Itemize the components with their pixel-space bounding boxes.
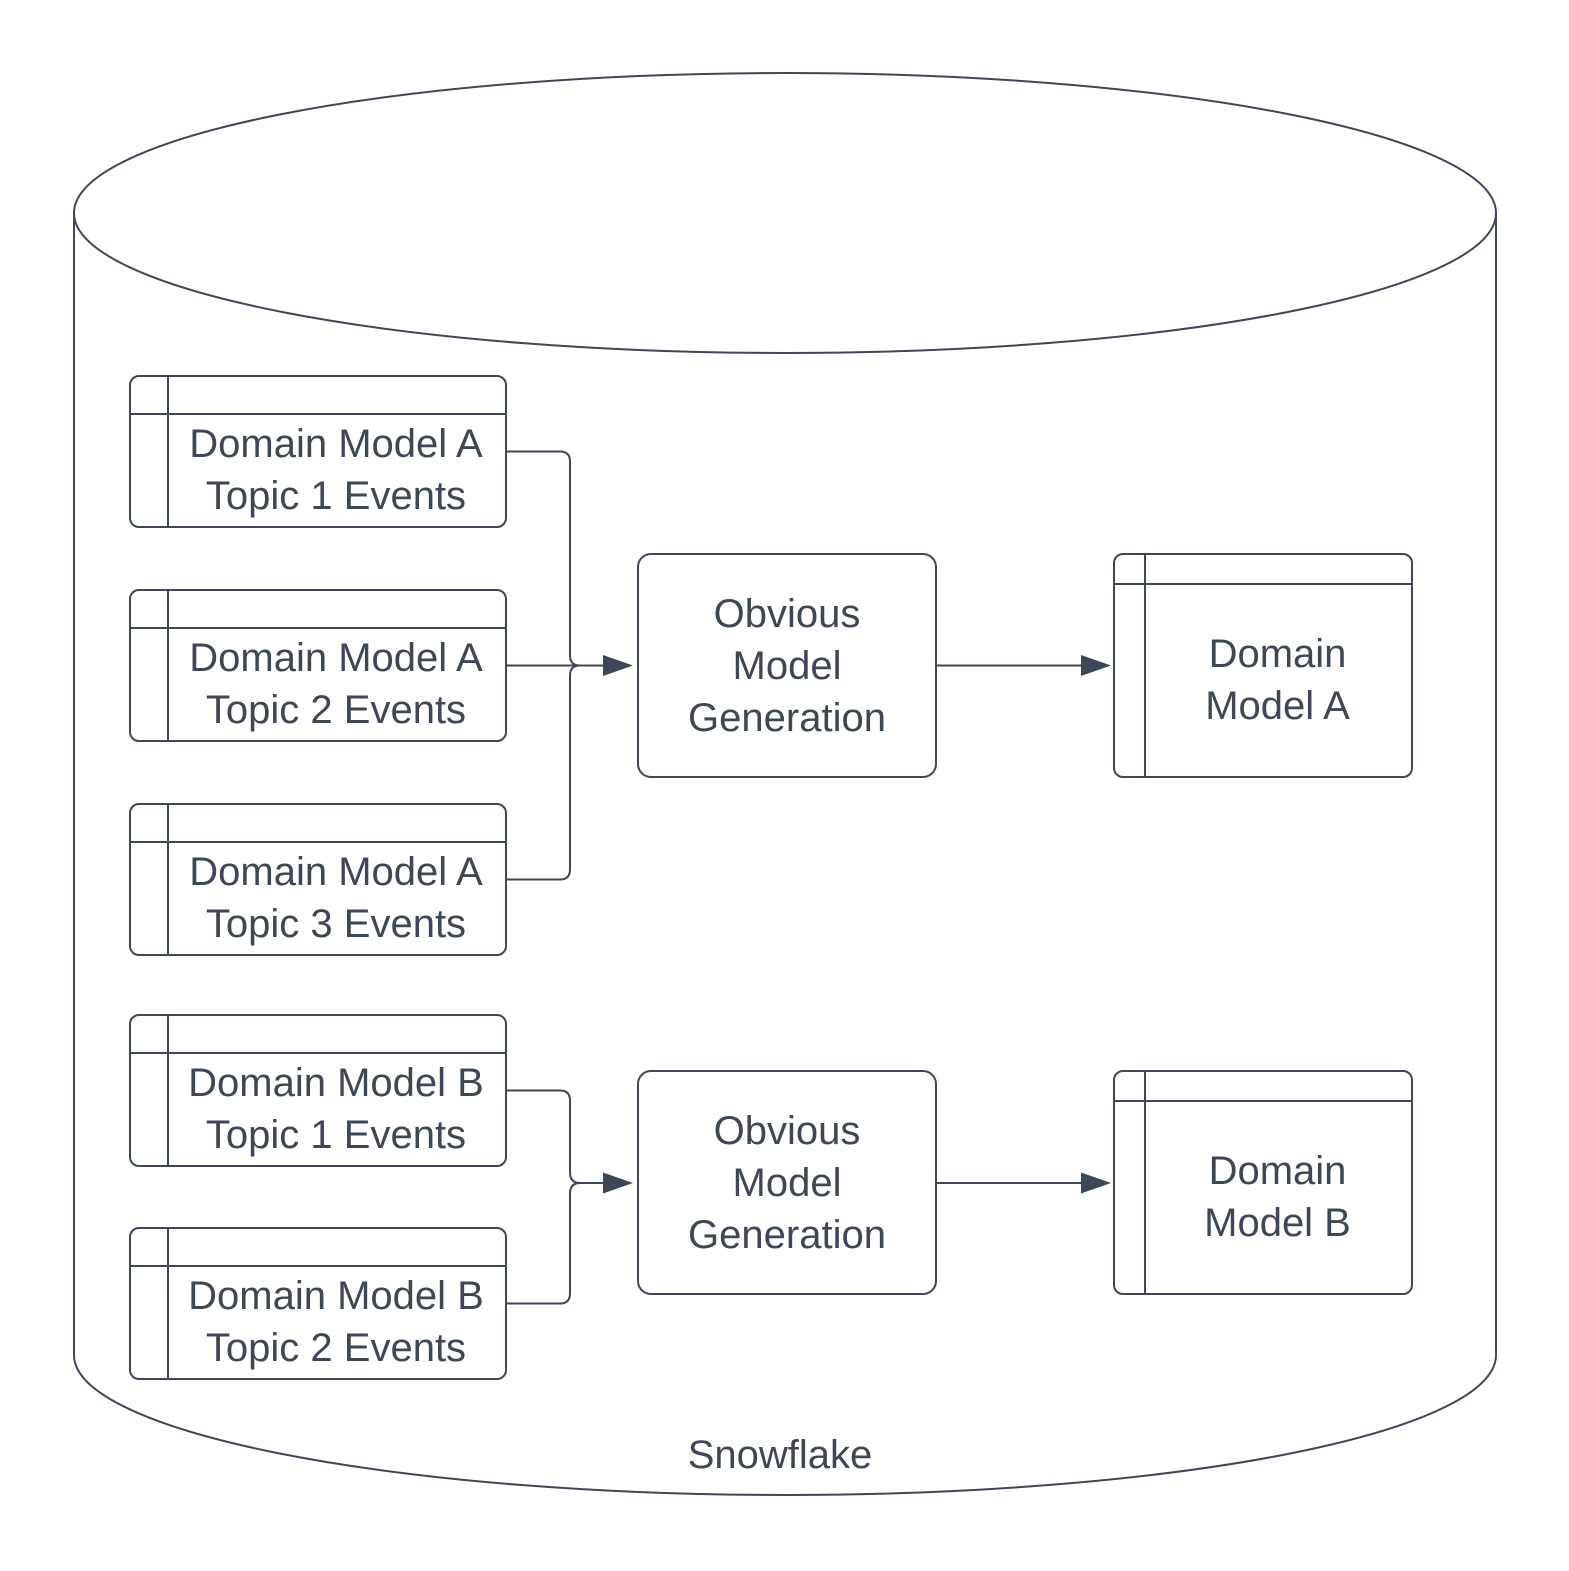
- table-header-row: [131, 377, 505, 415]
- table-domain-model-a-topic-2-events: Domain Model A Topic 2 Events: [129, 589, 507, 742]
- table-left-column: [131, 1016, 169, 1165]
- table-left-column: [131, 1229, 169, 1378]
- connector-a-output: [937, 655, 1111, 676]
- table-header-row: [131, 1016, 505, 1054]
- table-header-row: [131, 805, 505, 843]
- table-label: Domain Model A Topic 1 Events: [189, 421, 483, 518]
- arrowhead-b-in: [603, 1172, 633, 1194]
- connector-a-merge: [507, 450, 633, 881]
- table-header-row: [131, 1229, 505, 1267]
- table-header-row: [1115, 555, 1411, 585]
- table-domain-model-b: Domain Model B: [1113, 1070, 1413, 1295]
- table-label: Domain Model B Topic 2 Events: [188, 1273, 484, 1370]
- process-obvious-model-generation-b: Obvious Model Generation: [637, 1070, 937, 1295]
- table-left-column: [131, 805, 169, 954]
- table-label: Domain Model B: [1204, 1148, 1351, 1245]
- table-left-column: [1115, 555, 1146, 776]
- connector-b-output: [937, 1172, 1111, 1194]
- table-label: Domain Model A Topic 3 Events: [189, 849, 483, 946]
- arrowhead-a-in: [603, 655, 633, 676]
- database-cylinder-body: [73, 213, 1497, 1496]
- arrowhead-a-out: [1081, 655, 1111, 676]
- table-left-column: [131, 591, 169, 740]
- table-label: Domain Model A Topic 2 Events: [189, 635, 483, 732]
- connector-b-merge: [507, 1089, 633, 1305]
- table-domain-model-b-topic-1-events: Domain Model B Topic 1 Events: [129, 1014, 507, 1167]
- table-header-row: [1115, 1072, 1411, 1102]
- arrowhead-b-out: [1081, 1172, 1111, 1194]
- cylinder-label-snowflake: Snowflake: [687, 1432, 873, 1477]
- table-label: Domain Model A: [1205, 631, 1350, 728]
- table-domain-model-a-topic-3-events: Domain Model A Topic 3 Events: [129, 803, 507, 956]
- table-header-row: [131, 591, 505, 629]
- table-left-column: [131, 377, 169, 526]
- table-domain-model-a-topic-1-events: Domain Model A Topic 1 Events: [129, 375, 507, 528]
- database-cylinder-top: [73, 72, 1497, 354]
- table-left-column: [1115, 1072, 1146, 1293]
- table-label: Domain Model B Topic 1 Events: [188, 1060, 484, 1157]
- process-obvious-model-generation-a: Obvious Model Generation: [637, 553, 937, 778]
- table-domain-model-b-topic-2-events: Domain Model B Topic 2 Events: [129, 1227, 507, 1380]
- table-domain-model-a: Domain Model A: [1113, 553, 1413, 778]
